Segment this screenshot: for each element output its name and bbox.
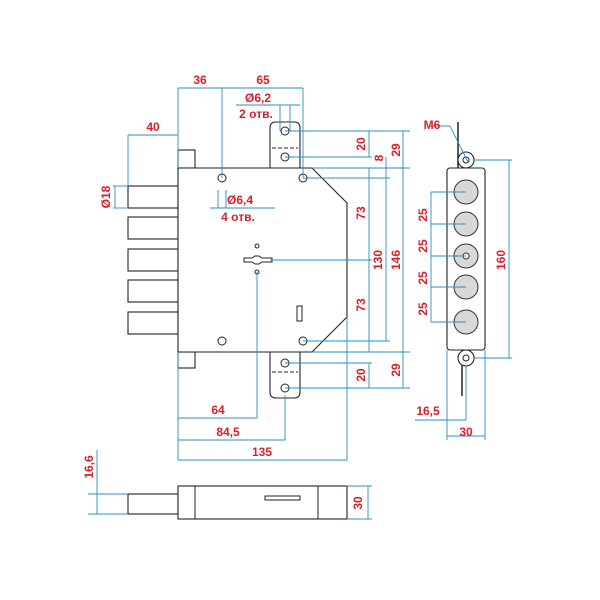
bottom-tab [177, 351, 196, 369]
dim-84-5: 84,5 [216, 425, 240, 439]
dim-bolt-dia: Ø18 [99, 185, 113, 208]
bottom-strike-plate [269, 351, 301, 399]
dim-pitch-25-1: 25 [416, 208, 430, 222]
dim-hole-body-count: 4 отв. [221, 210, 255, 224]
side-view: M6 25 25 25 25 160 16,5 30 [415, 118, 512, 440]
dim-146: 146 [389, 250, 403, 270]
dimension-lines [113, 87, 410, 461]
dimension-labels: 36 65 Ø6,2 2 отв. 40 Ø18 Ø6,4 4 отв. 20 … [99, 73, 403, 459]
dim-73-bottom: 73 [354, 298, 368, 312]
body-bottom [177, 485, 348, 520]
dim-m6: M6 [424, 118, 441, 132]
dim-pitch-25-3: 25 [416, 271, 430, 285]
dim-hole-body: Ø6,4 [227, 193, 253, 207]
dim-40: 40 [146, 120, 160, 134]
top-tab [177, 149, 196, 169]
dim-hole-top: Ø6,2 [245, 91, 271, 105]
bottom-view: 16,6 30 [82, 450, 372, 520]
dim-135: 135 [252, 445, 272, 459]
dim-64: 64 [211, 403, 225, 417]
dim-20-top: 20 [354, 137, 368, 151]
dim-pitch-25-2: 25 [416, 239, 430, 253]
keyhole [243, 255, 273, 265]
slot [296, 305, 303, 322]
dim-16-5: 16,5 [416, 404, 440, 418]
dim-16-6: 16,6 [82, 455, 96, 479]
dim-30-bottom: 30 [351, 496, 365, 510]
bolts [127, 185, 179, 335]
dim-8: 8 [372, 154, 386, 161]
dim-160: 160 [494, 250, 508, 270]
dim-pitch-25-4: 25 [416, 302, 430, 316]
dim-130: 130 [371, 250, 385, 270]
dim-30-side: 30 [459, 425, 473, 439]
front-view [127, 121, 348, 399]
dim-73-top: 73 [354, 206, 368, 220]
dim-20-bottom: 20 [354, 368, 368, 382]
dim-29-top: 29 [389, 143, 403, 157]
dim-36: 36 [193, 73, 207, 87]
dim-65: 65 [256, 73, 270, 87]
dim-29-bottom: 29 [389, 363, 403, 377]
dim-hole-top-count: 2 отв. [239, 107, 273, 121]
top-strike-plate [269, 121, 301, 169]
